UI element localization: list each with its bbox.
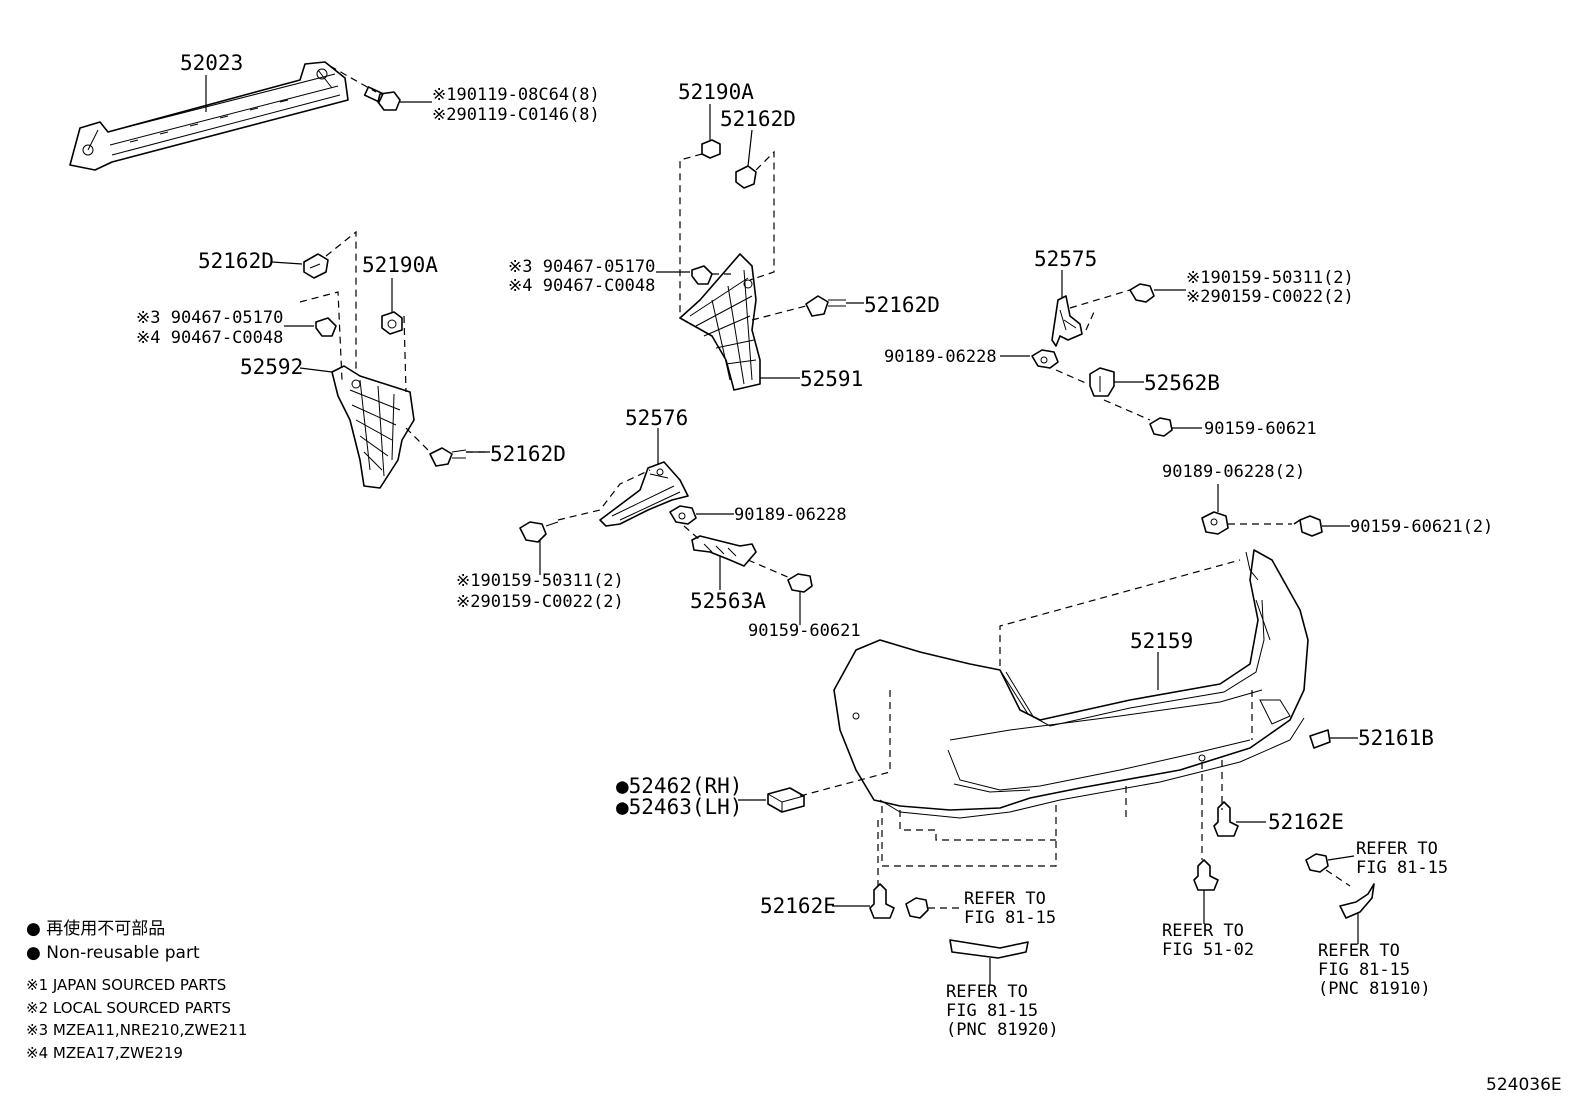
legend-note4: ※4 MZEA17,ZWE219	[26, 1044, 183, 1062]
retainer-52576[interactable]	[599, 461, 689, 527]
clip-52162D-mid[interactable]	[805, 295, 846, 317]
label-ref5-c: (PNC 81910)	[1318, 979, 1431, 999]
retainer-52562B[interactable]	[1089, 367, 1115, 397]
label-pin-c1: ※3 90467-05170	[508, 257, 655, 277]
legend-note2: ※2 LOCAL SOURCED PARTS	[26, 999, 231, 1017]
clip-52162E-right[interactable]	[1213, 801, 1239, 837]
reflector-81920[interactable]	[949, 939, 1029, 959]
label-52562B: 52562B	[1144, 371, 1220, 395]
clip-52162D-left[interactable]	[303, 253, 329, 279]
label-ref2-a: REFER TO	[946, 982, 1028, 1002]
label-bolt-r3: 90159-60621	[1204, 419, 1317, 439]
retainer-52563A[interactable]	[691, 535, 757, 567]
label-ref1-a: REFER TO	[964, 889, 1046, 909]
label-nut-c: 90189-06228	[734, 505, 847, 525]
bolt-90119[interactable]	[363, 86, 401, 111]
label-52023: 52023	[180, 51, 243, 75]
label-ref5-b: FIG 81-15	[1318, 960, 1410, 980]
label-52462: ●52462(RH)	[616, 774, 742, 798]
retainer-52575[interactable]	[1051, 295, 1083, 347]
label-ref4-b: FIG 81-15	[1356, 858, 1448, 878]
clip-52162E-left[interactable]	[869, 883, 895, 919]
label-pin-c2: ※4 90467-C0048	[508, 276, 655, 296]
label-52592: 52592	[240, 355, 303, 379]
bracket-52591[interactable]	[679, 253, 761, 391]
legend-jp-nonreusable: ● 再使用不可部品	[26, 918, 165, 939]
clip-refer-51-02[interactable]	[1193, 859, 1219, 891]
legend-nonreusable: ● Non-reusable part	[26, 943, 200, 963]
label-bolt-c2: ※290159-C0022(2)	[456, 592, 624, 612]
label-52576: 52576	[625, 406, 688, 430]
reflector-81910[interactable]	[1339, 883, 1375, 919]
bolt-90159-60621-center[interactable]	[787, 573, 813, 593]
pin-90467-left[interactable]	[315, 317, 337, 337]
pin-90467-center[interactable]	[691, 265, 713, 285]
label-ref3-b: FIG 51-02	[1162, 940, 1254, 960]
label-bolt-c3: 90159-60621	[748, 621, 861, 641]
label-52463: ●52463(LH)	[616, 795, 742, 819]
clip-52162D-lower[interactable]	[429, 447, 467, 467]
nut-90189-center[interactable]	[669, 505, 697, 525]
label-52162E-left: 52162E	[760, 894, 836, 918]
label-52162E-right: 52162E	[1268, 810, 1344, 834]
screw-refer-81-15-right[interactable]	[1305, 853, 1329, 873]
label-nut-r: 90189-06228	[884, 347, 997, 367]
legend-note1: ※1 JAPAN SOURCED PARTS	[26, 976, 226, 994]
nut-90189-right[interactable]	[1031, 349, 1059, 369]
bolt-90159-right[interactable]	[1129, 283, 1155, 303]
legend: ● 再使用不可部品 ● Non-reusable part ※1 JAPAN S…	[26, 918, 247, 1062]
label-ref1-b: FIG 81-15	[964, 908, 1056, 928]
label-bolt-a1: ※190119-08C64(8)	[432, 85, 600, 105]
label-52575: 52575	[1034, 247, 1097, 271]
label-pin-l1: ※3 90467-05170	[136, 308, 283, 328]
label-ref2-c: (PNC 81920)	[946, 1020, 1059, 1040]
label-bolt-r4: 90159-60621(2)	[1350, 517, 1493, 537]
figure-id: 524036E	[1486, 1075, 1562, 1095]
label-52161B: 52161B	[1358, 726, 1434, 750]
label-52162D-top: 52162D	[720, 107, 796, 131]
label-ref3-a: REFER TO	[1162, 921, 1244, 941]
reinforcement-bar-52023[interactable]	[69, 61, 349, 171]
label-bolt-r2: ※290159-C0022(2)	[1186, 287, 1354, 307]
label-52591: 52591	[800, 367, 863, 391]
label-ref2-b: FIG 81-15	[946, 1001, 1038, 1021]
label-52190A-top: 52190A	[678, 80, 754, 104]
bolt-90159-60621-right[interactable]	[1149, 417, 1173, 437]
bolt-90159-60621-2[interactable]	[1293, 515, 1323, 537]
label-ref5-a: REFER TO	[1318, 941, 1400, 961]
label-52563A: 52563A	[690, 589, 766, 613]
label-52190A-left: 52190A	[362, 253, 438, 277]
label-52162D-mid: 52162D	[864, 293, 940, 317]
pad-52462-52463[interactable]	[767, 787, 805, 813]
label-bolt-c1: ※190159-50311(2)	[456, 571, 624, 591]
nut-90189-06228-2[interactable]	[1201, 511, 1229, 535]
label-pin-l2: ※4 90467-C0048	[136, 328, 283, 348]
nut-52190A-top[interactable]	[701, 139, 721, 159]
cap-52161B[interactable]	[1309, 729, 1331, 749]
legend-note3: ※3 MZEA11,NRE210,ZWE211	[26, 1021, 247, 1039]
label-bolt-r1: ※190159-50311(2)	[1186, 268, 1354, 288]
label-bolt-a2: ※290119-C0146(8)	[432, 105, 600, 125]
label-52162D-left: 52162D	[198, 249, 274, 273]
nut-52190A-left[interactable]	[381, 311, 403, 335]
clip-52162D-top[interactable]	[735, 165, 757, 189]
label-52162D-lower: 52162D	[490, 442, 566, 466]
label-ref4-a: REFER TO	[1356, 839, 1438, 859]
bolt-90159-center[interactable]	[519, 521, 559, 543]
screw-refer-81-15-left[interactable]	[905, 897, 929, 919]
bumper-cover-52159[interactable]	[833, 549, 1309, 819]
bracket-52592[interactable]	[331, 365, 415, 489]
label-nut-r2: 90189-06228(2)	[1162, 462, 1305, 482]
label-52159: 52159	[1130, 629, 1193, 653]
